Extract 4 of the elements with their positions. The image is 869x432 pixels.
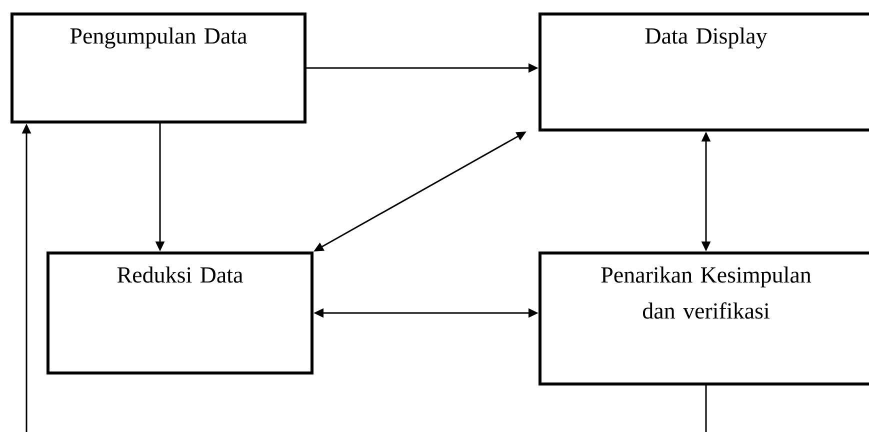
process-box: Data Display — [538, 12, 869, 132]
process-box: Reduksi Data — [46, 252, 314, 374]
process-box: Penarikan Kesimpulan dan verifikasi — [538, 252, 869, 386]
process-box: Pengumpulan Data — [10, 12, 306, 124]
